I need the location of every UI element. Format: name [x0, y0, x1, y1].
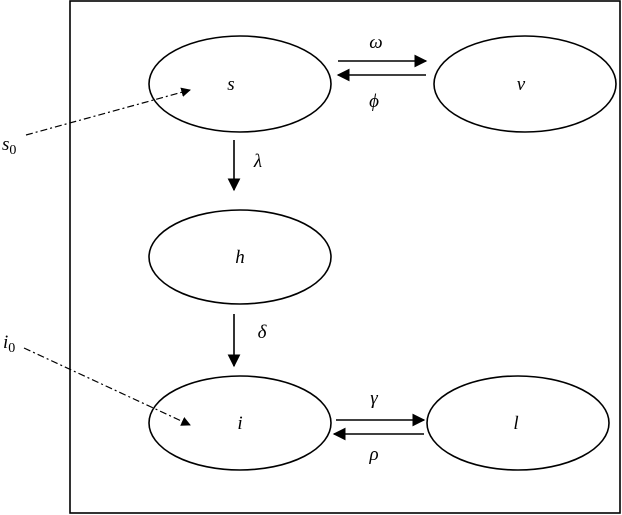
edge-label-delta: δ [258, 322, 268, 343]
initial-s0-label: s0 [2, 134, 16, 158]
initial-i0-main: i [3, 332, 8, 353]
edge-label-gamma: γ [370, 388, 378, 409]
edge-label-lambda: λ [253, 151, 262, 172]
initial-i0-sub: 0 [8, 341, 15, 356]
node-l-label: l [513, 413, 518, 434]
node-i: i [148, 375, 332, 471]
node-v-label: v [517, 74, 526, 95]
node-h: h [148, 209, 332, 305]
node-s: s [148, 35, 332, 133]
node-l: l [426, 375, 610, 471]
initial-i0-label: i0 [3, 332, 15, 356]
node-s-label: s [227, 74, 234, 95]
edge-label-omega: ω [369, 32, 382, 53]
edge-label-rho: ρ [368, 444, 378, 465]
initial-s0-sub: 0 [9, 143, 16, 158]
arrow-i0-input [23, 347, 191, 426]
initial-s0-main: s [2, 134, 9, 155]
edge-label-phi: ϕ [369, 91, 379, 112]
arrow-s0-input [25, 87, 191, 136]
node-i-label: i [237, 413, 242, 434]
diagram-frame [69, 0, 621, 514]
node-h-label: h [235, 247, 245, 268]
node-v: v [433, 35, 617, 133]
